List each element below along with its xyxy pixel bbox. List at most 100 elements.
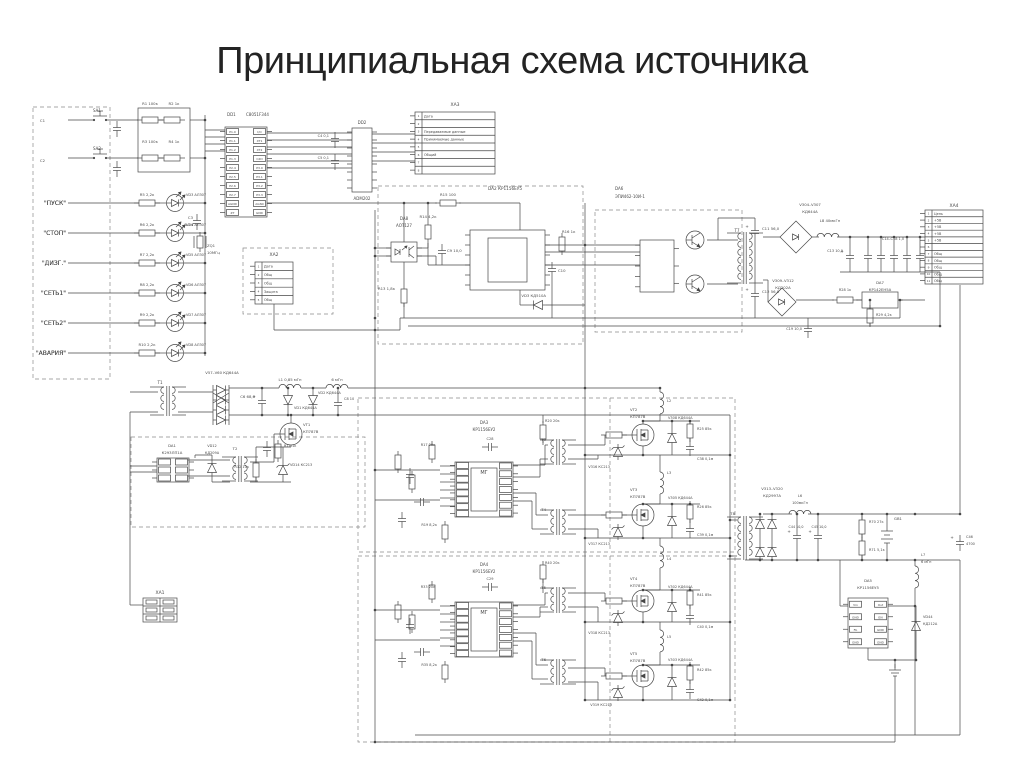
inductor [914, 565, 919, 589]
label: R9 2,2к [140, 312, 155, 317]
connector-cell [145, 607, 158, 613]
label: 5 [928, 238, 930, 242]
mosfet-arrow [640, 673, 646, 679]
label: Общ [264, 298, 273, 302]
label: Общ [934, 272, 943, 276]
mosfet-arrow [288, 431, 294, 437]
label: "АВАРИЯ" [36, 350, 66, 357]
junction-dot [373, 316, 377, 320]
label: С14–С18 1,0 [882, 237, 904, 241]
label: КД644А [802, 209, 818, 214]
junction-dot [336, 413, 340, 417]
diode-icon [766, 546, 778, 557]
junction-dot [336, 386, 340, 390]
label: R4 1к [169, 139, 181, 144]
transformer-winding [737, 256, 742, 264]
resistor [163, 116, 181, 124]
label: VT4 [630, 576, 638, 581]
diode-icon [216, 384, 227, 396]
resistor [558, 236, 566, 252]
label: 4 [258, 290, 260, 294]
led-diode [171, 348, 180, 358]
pin-box [499, 478, 512, 485]
label: "СЕТЬ2" [41, 320, 66, 327]
label: "СЕТЬ2" [41, 320, 66, 327]
label: Общ [264, 281, 273, 285]
junction-dot [913, 558, 917, 562]
label: С13 10,0 [827, 249, 843, 253]
transformer-winding [550, 595, 555, 603]
label: ZQ1 [207, 243, 216, 248]
pin-box [456, 475, 469, 483]
pin-box [456, 622, 469, 630]
label: XT1 [257, 139, 263, 143]
label: МГ [480, 470, 487, 476]
label: SA1 [93, 108, 101, 113]
transformer-winding [737, 248, 742, 256]
led-arrow [177, 311, 182, 316]
dashed-block [130, 436, 366, 528]
label: Т3 [540, 437, 546, 442]
opto-led [394, 248, 401, 256]
label: С28 [487, 437, 494, 441]
led-diode [171, 228, 180, 238]
label: 8 [928, 259, 930, 263]
label: КД209А [205, 451, 220, 455]
label: 10 [927, 272, 931, 276]
button-contact [104, 118, 108, 122]
junction-dot [583, 243, 587, 247]
ic-inner [470, 607, 498, 652]
diode-icon [612, 612, 624, 623]
diode-icon [532, 299, 543, 311]
pin-box [849, 638, 862, 646]
wire [691, 276, 701, 283]
label: КР1156ЕУ2 [473, 569, 496, 574]
pin-box [158, 466, 171, 474]
pin-box [253, 137, 266, 144]
led-arrow [181, 314, 186, 319]
transformer-winding [561, 447, 566, 455]
label: + [787, 529, 790, 534]
transformer-winding [561, 525, 566, 533]
resistor [686, 665, 694, 681]
resistor [605, 431, 623, 439]
label: P2.5 [229, 175, 236, 179]
diode-icon [307, 395, 319, 406]
bjt-arrow [696, 243, 701, 248]
label: "СЕТЬ1" [41, 290, 66, 297]
transformer-winding [561, 659, 566, 667]
junction-dot [373, 740, 377, 744]
label: С39 0,1м [697, 533, 714, 537]
label: VD44 [923, 615, 933, 619]
label: P3.0 [256, 166, 263, 170]
label: КР1156ЕУ5 [857, 585, 879, 590]
label: DA3 [480, 420, 489, 425]
wire [611, 447, 614, 450]
transformer-winding [737, 540, 742, 548]
label: VD3 КД510А [521, 293, 546, 298]
label: 4700 [966, 542, 975, 546]
label: GND [877, 640, 885, 644]
wire [691, 232, 701, 239]
pin-box [456, 615, 469, 623]
led-arrow [181, 224, 186, 229]
label: + [840, 249, 843, 254]
label: R8 2,2к [140, 282, 155, 287]
label: С1 [40, 118, 46, 123]
transformer-winding [232, 456, 237, 464]
label: ХА1 [155, 590, 164, 596]
junction-dot [583, 386, 587, 390]
pin-box [499, 494, 512, 501]
transformer-winding [550, 667, 555, 675]
inductor [325, 384, 349, 389]
junction-dot [373, 246, 377, 250]
pin-box [253, 164, 266, 171]
led-diode [171, 258, 180, 268]
label: С6 68,0 [240, 394, 255, 399]
diode-icon [216, 414, 227, 426]
transformer-winding [561, 509, 566, 517]
pin-box [849, 600, 862, 608]
label: 6 мГн [921, 560, 931, 564]
resistor [163, 154, 181, 162]
label: С11 56,0 [762, 226, 780, 231]
